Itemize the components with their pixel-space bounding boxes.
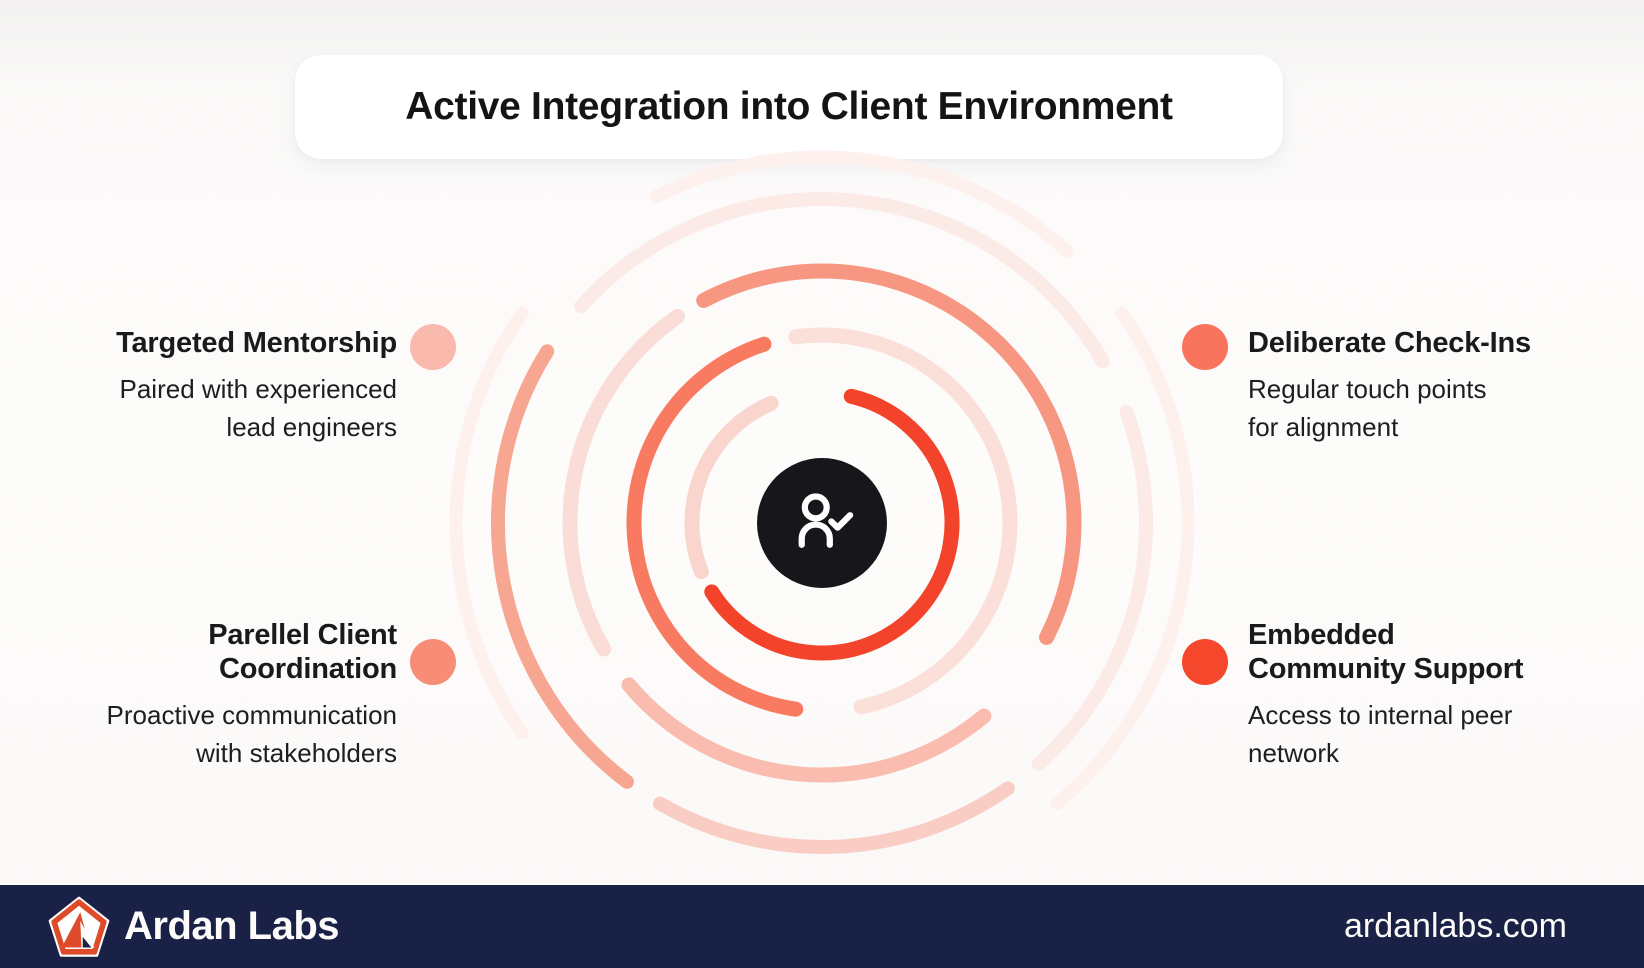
item-description: Regular touch points for alignment xyxy=(1248,374,1487,442)
item-description: Proactive communication with stakeholder… xyxy=(106,700,397,768)
item-deliberate-check-ins: Deliberate Check-Ins Regular touch point… xyxy=(1248,326,1644,446)
item-parallel-client-coordination: Parellel Client Coordination Proactive c… xyxy=(0,618,398,772)
ring-arc xyxy=(684,395,779,580)
user-check-icon xyxy=(798,493,854,548)
center-badge xyxy=(757,458,887,588)
item-description: Paired with experienced lead engineers xyxy=(119,374,398,442)
item-embedded-community-support: Embedded Community Support Access to int… xyxy=(1248,618,1644,772)
item-description: Access to internal peer network xyxy=(1248,700,1513,768)
item-targeted-mentorship: Targeted Mentorship Paired with experien… xyxy=(0,326,397,446)
footer-bar: Ardan Labs ardanlabs.com xyxy=(0,885,1644,968)
ring-arc xyxy=(1031,405,1153,771)
ring-arc xyxy=(788,327,1018,715)
bullet-dot-embedded-community xyxy=(1182,639,1228,685)
ring-arc xyxy=(574,192,1110,368)
brand-lockup: Ardan Labs xyxy=(48,896,340,958)
bullet-dot-targeted-mentorship xyxy=(410,324,456,370)
ring-arc xyxy=(696,263,1082,645)
concentric-rings-graphic xyxy=(449,150,1195,854)
brand-name: Ardan Labs xyxy=(124,904,340,948)
item-heading: Parellel Client Coordination xyxy=(208,619,397,685)
ring-arc xyxy=(653,781,1015,854)
ring-arc xyxy=(704,388,960,661)
item-heading: Deliberate Check-Ins xyxy=(1248,327,1531,359)
bullet-dot-parallel-client xyxy=(410,639,456,685)
ring-arc xyxy=(626,336,804,717)
ring-arc xyxy=(1050,306,1195,810)
item-heading: Embedded Community Support xyxy=(1248,619,1524,685)
ring-arc xyxy=(491,344,635,789)
title-card: Active Integration into Client Environme… xyxy=(295,55,1283,159)
page-title: Active Integration into Client Environme… xyxy=(405,85,1173,128)
ring-arc xyxy=(621,677,992,783)
ring-arc xyxy=(649,150,1074,258)
bullet-dot-deliberate-check-ins xyxy=(1182,324,1228,370)
website-link[interactable]: ardanlabs.com xyxy=(1343,907,1567,945)
item-heading: Targeted Mentorship xyxy=(116,327,397,359)
ring-arc xyxy=(449,306,529,740)
ring-arc xyxy=(562,309,685,657)
ardan-labs-logo-icon xyxy=(48,896,110,957)
